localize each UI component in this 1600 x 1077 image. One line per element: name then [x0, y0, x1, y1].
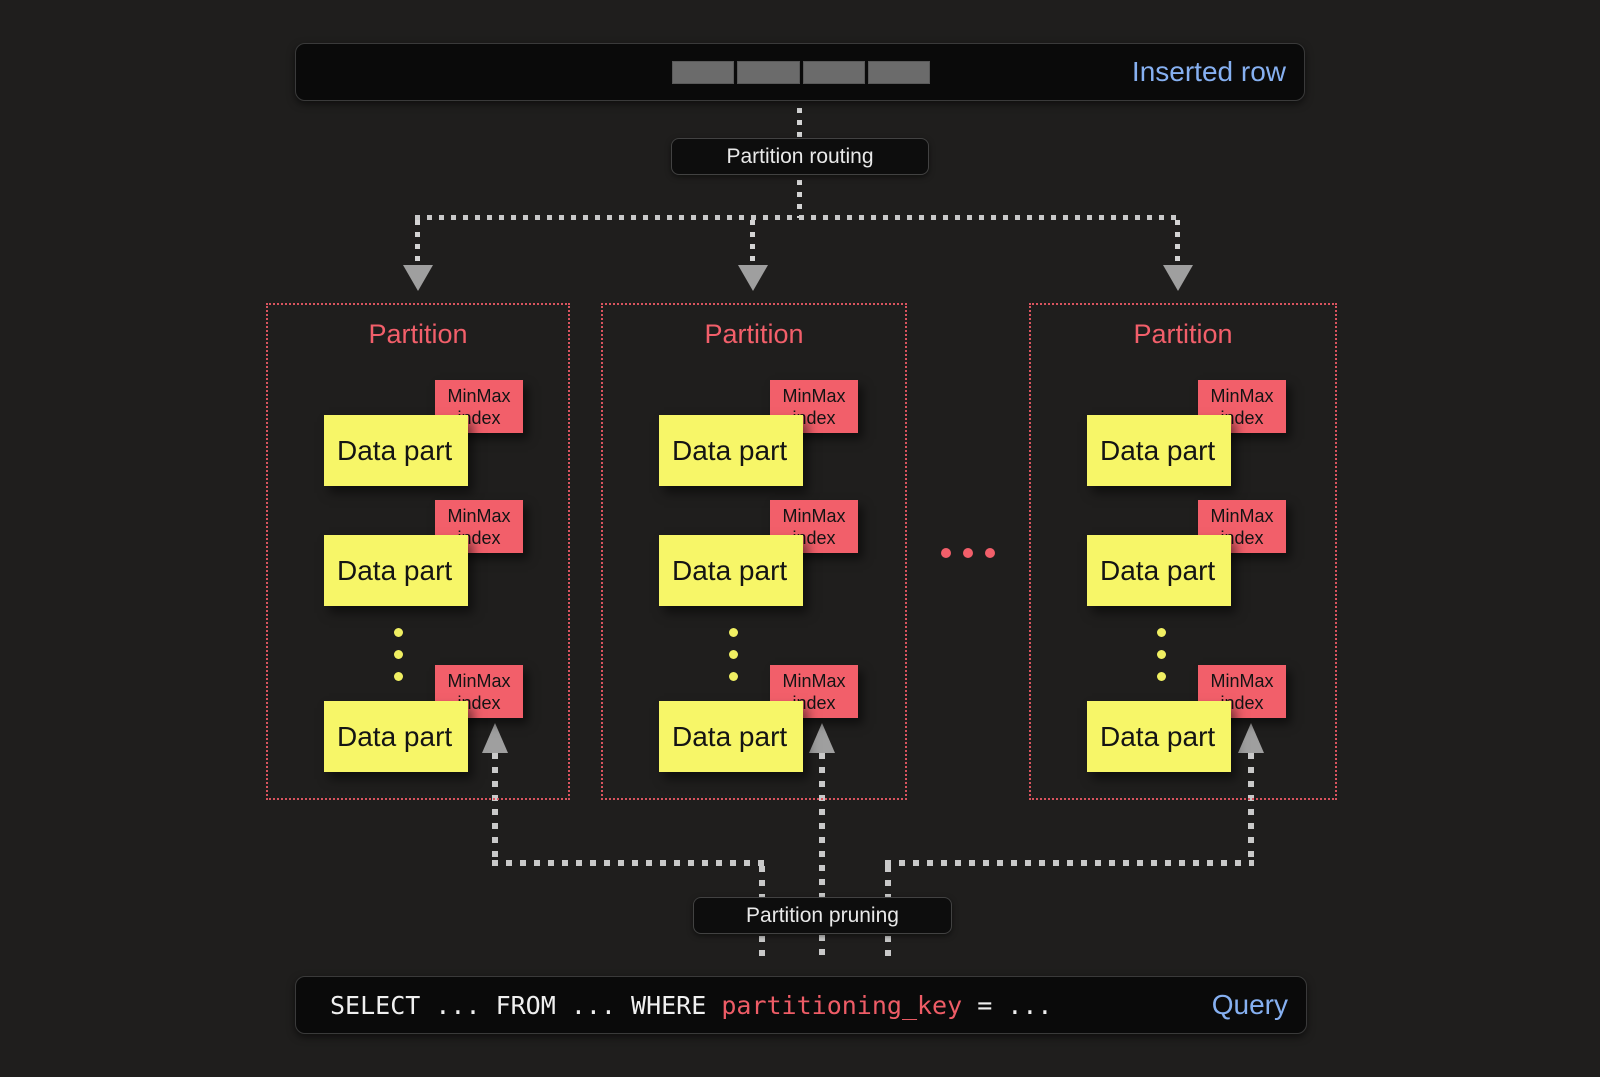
ellipsis-dot: [985, 548, 995, 558]
arrow-down-icon: [1163, 265, 1193, 291]
pruning-line-p1-vertical: [492, 753, 498, 863]
branch-stem-left: [415, 220, 420, 266]
partition-box-1: Partition MinMax index Data part MinMax …: [266, 303, 570, 800]
data-part-box: Data part: [324, 415, 468, 486]
ellipsis-dot: [1157, 628, 1166, 637]
ellipsis-dot: [729, 628, 738, 637]
data-part-box: Data part: [324, 701, 468, 772]
data-part-box: Data part: [659, 415, 803, 486]
ellipsis-dot: [729, 672, 738, 681]
ellipsis-dot: [1157, 672, 1166, 681]
branch-stem-center: [750, 220, 755, 266]
partition-box-2: Partition MinMax index Data part MinMax …: [601, 303, 907, 800]
sql-partitioning-key: partitioning_key: [721, 990, 963, 1020]
inserted-row-label: Inserted row: [1131, 56, 1286, 87]
row-cell: [672, 61, 735, 84]
partition-pruning-label: Partition pruning: [693, 897, 952, 934]
ellipsis-dot: [729, 650, 738, 659]
arrow-down-icon: [403, 265, 433, 291]
data-part-box: Data part: [659, 535, 803, 606]
more-data-parts-ellipsis: [729, 628, 738, 681]
more-partitions-ellipsis: [941, 548, 995, 558]
data-part-box: Data part: [1087, 701, 1231, 772]
arrow-down-icon: [738, 265, 768, 291]
branch-line: [415, 215, 1181, 220]
pruning-line-right-horizontal: [885, 860, 1254, 866]
partition-box-3: Partition MinMax index Data part MinMax …: [1029, 303, 1337, 800]
arrow-up-icon: [809, 723, 835, 753]
more-data-parts-ellipsis: [394, 628, 403, 681]
partition-title: Partition: [704, 319, 804, 349]
ellipsis-dot: [394, 672, 403, 681]
ellipsis-dot: [1157, 650, 1166, 659]
more-data-parts-ellipsis: [1157, 628, 1166, 681]
query-label: Query: [1211, 989, 1288, 1020]
inserted-row-cells: [672, 61, 930, 84]
ellipsis-dot: [394, 650, 403, 659]
partition-title: Partition: [1133, 319, 1233, 349]
row-cell: [867, 61, 930, 84]
partition-routing-label: Partition routing: [671, 138, 929, 175]
ellipsis-dot: [941, 548, 951, 558]
ellipsis-dot: [963, 548, 973, 558]
row-cell: [737, 61, 800, 84]
inserted-row-panel: Inserted row: [295, 43, 1305, 101]
sql-prefix: SELECT ... FROM ... WHERE: [330, 990, 722, 1020]
data-part-box: Data part: [1087, 415, 1231, 486]
row-cell: [802, 61, 865, 84]
data-part-box: Data part: [659, 701, 803, 772]
sql-suffix: = ...: [962, 990, 1053, 1020]
pruning-line-p3-vertical: [1248, 753, 1254, 863]
minmax-index-badge: MinMax index: [1198, 665, 1286, 718]
branch-stem-right: [1175, 220, 1180, 266]
data-part-box: Data part: [1087, 535, 1231, 606]
minmax-index-badge: MinMax index: [770, 665, 858, 718]
arrow-up-icon: [482, 723, 508, 753]
minmax-index-badge: MinMax index: [1198, 380, 1286, 433]
sql-query-text: SELECT ... FROM ... WHERE partitioning_k…: [330, 977, 1052, 1033]
pruning-line-left-horizontal: [492, 860, 765, 866]
data-part-box: Data part: [324, 535, 468, 606]
arrow-up-icon: [1238, 723, 1264, 753]
partition-title: Partition: [368, 319, 468, 349]
pruning-line-p2-vertical: [819, 753, 825, 962]
ellipsis-dot: [394, 628, 403, 637]
query-panel: SELECT ... FROM ... WHERE partitioning_k…: [295, 976, 1307, 1034]
